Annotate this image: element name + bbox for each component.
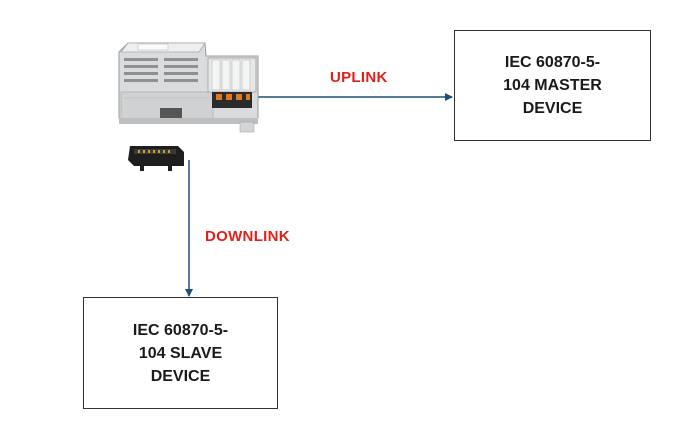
slave-device-label-line3: DEVICE <box>150 367 211 385</box>
uplink-label: UPLINK <box>330 69 388 86</box>
master-device-label-line3: DEVICE <box>522 100 583 117</box>
slave-device-box: IEC 60870-5- 104 SLAVE DEVICE <box>83 297 278 409</box>
gateway-module-icon <box>118 42 259 171</box>
master-device-box: IEC 60870-5- 104 MASTER DEVICE <box>454 30 651 141</box>
downlink-label: DOWNLINK <box>205 228 290 245</box>
slave-device-label-line2: 104 SLAVE <box>138 344 223 362</box>
slave-device-label-line1: IEC 60870-5- <box>132 321 229 339</box>
master-device-label-line1: IEC 60870-5- <box>504 54 601 71</box>
master-device-label-line2: 104 MASTER <box>503 77 602 94</box>
